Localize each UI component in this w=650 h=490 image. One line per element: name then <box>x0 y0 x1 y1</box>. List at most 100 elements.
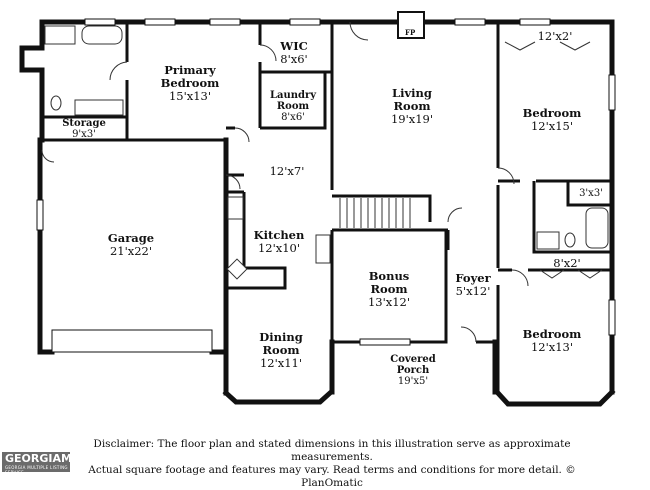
room-name: WIC <box>280 39 308 53</box>
window <box>454 18 486 26</box>
interior-walls <box>42 22 612 392</box>
closet-bifold <box>504 41 591 51</box>
hall-label: 12'x7' <box>270 165 305 178</box>
closet-top-label: 12'x2' <box>538 30 573 43</box>
bedroom3-south-wall <box>493 388 616 407</box>
room-dimension: 5'x12' <box>455 284 491 298</box>
room-dimension: 12'x10' <box>257 241 301 255</box>
dining-south-wall <box>222 389 334 405</box>
foyer-walls <box>444 230 495 344</box>
room-name: Room <box>393 99 431 113</box>
floor-plan <box>19 11 616 407</box>
room-name: Porch <box>396 365 430 376</box>
window <box>289 18 321 26</box>
door-swing <box>109 61 128 81</box>
disclaimer-line: Actual square footage and features may v… <box>88 464 576 489</box>
tub-bath2 <box>585 207 609 249</box>
room-name: Kitchen <box>253 228 305 242</box>
georgia-mls-logo: GEORGIAMLS GEORGIA MULTIPLE LISTING SERV… <box>2 452 87 475</box>
door-swing <box>259 44 277 62</box>
west-wall-upper <box>19 19 45 143</box>
room-name: Bedroom <box>160 76 220 90</box>
laundry-walls <box>260 22 334 190</box>
room-name: Foyer <box>455 271 491 285</box>
door-swing <box>447 207 463 223</box>
fireplace <box>397 11 425 39</box>
room-name: Bedroom <box>522 106 582 120</box>
door-swing <box>349 21 369 41</box>
laundry-label: Laundry Room 8'x6' <box>270 90 316 123</box>
garage-label: Garage 21'x22' <box>108 232 154 258</box>
room-dimension: 12'x11' <box>259 356 303 370</box>
room-name: Room <box>276 101 310 112</box>
dining-room-label: Dining Room 12'x11' <box>259 331 302 370</box>
door-swing <box>234 127 250 143</box>
room-dimension: 19'x5' <box>397 376 429 387</box>
room-dimension: 12'x13' <box>530 340 574 354</box>
bedroom2-label: Bedroom 12'x15' <box>523 107 582 133</box>
room-name: Bedroom <box>522 327 582 341</box>
closet-small-label: 3'x3' <box>579 188 603 199</box>
room-dimension: 8'x6' <box>280 52 308 66</box>
room-name: Covered <box>390 354 436 365</box>
bedroom2-walls <box>496 22 612 268</box>
room-name: Living <box>392 86 432 100</box>
bonus-room-label: Bonus Room 13'x12' <box>368 270 410 309</box>
living-room-label: Living Room 19'x19' <box>391 87 433 126</box>
storage-walls <box>42 115 226 142</box>
room-dimension: 15'x13' <box>168 89 212 103</box>
room-dimension: 8'x2' <box>553 256 581 270</box>
bathtub <box>81 25 123 45</box>
fixtures <box>44 25 609 280</box>
vanity-bath2 <box>536 231 560 250</box>
room-name: Garage <box>107 231 155 245</box>
bedroom3-walls <box>496 268 612 392</box>
logo-subtext: GEORGIA MULTIPLE LISTING SERVICE <box>5 465 68 475</box>
window <box>608 299 616 336</box>
room-name: Primary <box>164 63 216 77</box>
window <box>209 18 241 26</box>
room-dimension: 13'x12' <box>367 295 411 309</box>
kitchen-counter <box>226 192 287 290</box>
fireplace-box <box>397 11 425 39</box>
logo-text: GEORGIAMLS <box>5 452 87 465</box>
door-swing <box>460 326 477 343</box>
room-dimension: 9'x3' <box>72 129 96 140</box>
stair-treads <box>339 198 411 228</box>
fridge <box>227 196 244 220</box>
room-name: Laundry <box>269 90 317 101</box>
foyer-label: Foyer 5'x12' <box>455 272 490 298</box>
room-dimension: 19'x19' <box>390 112 434 126</box>
disclaimer: Disclaimer: The floor plan and stated di… <box>72 438 592 490</box>
primary-bedroom-label: Primary Bedroom 15'x13' <box>161 64 220 103</box>
stair-walls <box>332 194 448 232</box>
stove <box>315 234 331 264</box>
room-dimension: 12'x15' <box>530 119 574 133</box>
doors <box>41 21 603 343</box>
room-name: Bonus <box>368 269 410 283</box>
wic-walls <box>258 22 332 128</box>
windows <box>36 18 616 353</box>
door-swing <box>41 149 55 163</box>
room-dimension: 8'x6' <box>281 112 305 123</box>
disclaimer-line: Disclaimer: The floor plan and stated di… <box>93 438 571 463</box>
door-swing <box>511 269 529 287</box>
fireplace-label: FP <box>405 28 416 37</box>
hall-walls <box>226 126 244 194</box>
room-dimension: 21'x22' <box>109 244 153 258</box>
covered-porch-label: Covered Porch 19'x5' <box>390 354 435 387</box>
room-dimension: 12'x7' <box>269 164 305 178</box>
window <box>608 74 616 111</box>
window <box>84 18 116 26</box>
porch-walls <box>329 339 498 395</box>
room-dimension: 12'x2' <box>537 29 573 43</box>
wic-label: WIC 8'x6' <box>280 40 307 66</box>
storage-label: Storage 9'x3' <box>62 118 106 140</box>
shower <box>44 25 76 45</box>
vanity <box>74 99 124 116</box>
stairs <box>339 198 411 228</box>
room-name: Room <box>262 343 300 357</box>
room-dimension: 3'x3' <box>579 188 603 199</box>
porch-window <box>359 338 411 346</box>
bath2-walls <box>532 181 612 254</box>
